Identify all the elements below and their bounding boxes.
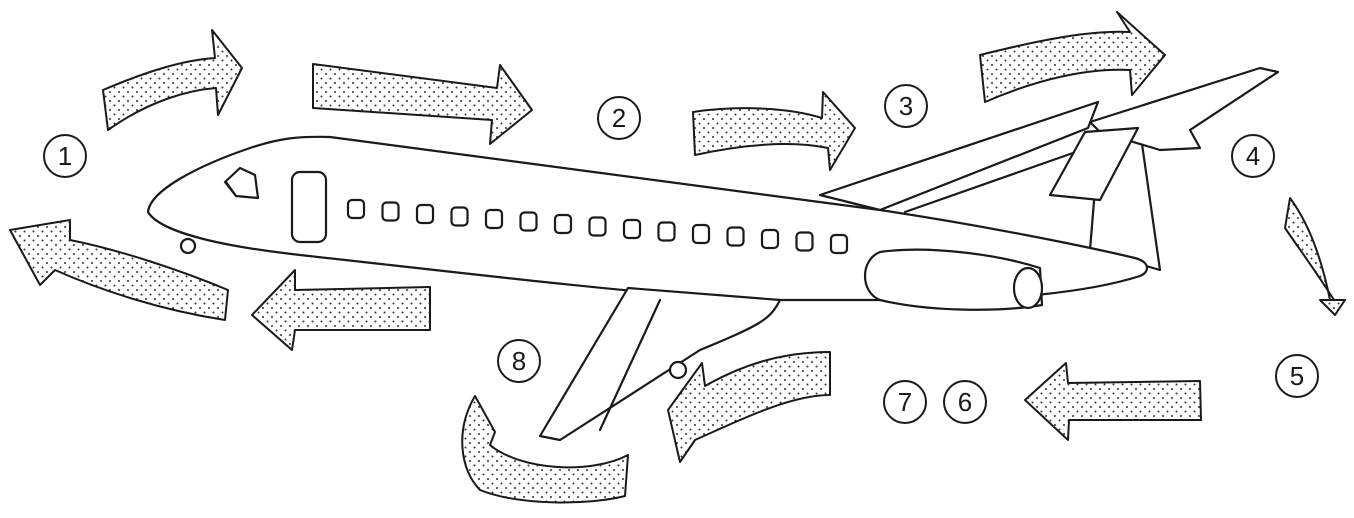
arrow-9 [252,270,430,350]
callout-2: 2 [597,96,641,140]
callout-6: 6 [943,380,987,424]
callout-7: 7 [883,380,927,424]
callout-3: 3 [884,84,928,128]
arrow-7 [668,352,830,462]
arrow-1 [103,30,242,130]
arrow-6 [1025,363,1201,440]
arrow-8 [462,396,628,502]
arrow-4 [980,12,1165,102]
arrow-10 [10,220,228,320]
callout-5: 5 [1275,354,1319,398]
arrow-3 [693,92,855,170]
arrow-2 [313,64,532,144]
callout-4: 4 [1231,134,1275,178]
arrow-5 [1285,198,1345,315]
callout-8: 8 [497,339,541,383]
callout-1: 1 [43,134,87,178]
